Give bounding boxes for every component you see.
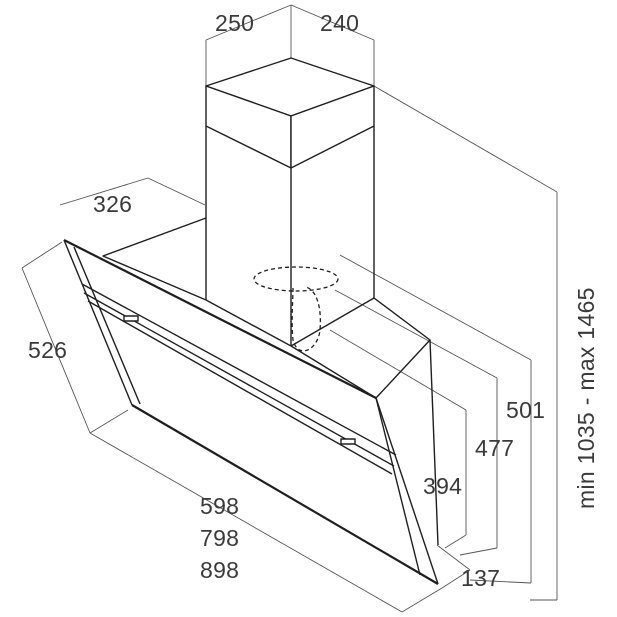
glass-panel xyxy=(63,239,439,585)
motor-housing xyxy=(102,217,439,576)
top-width-left-label: 250 xyxy=(215,10,254,36)
dimension-lines xyxy=(21,4,558,613)
chimney xyxy=(205,57,375,347)
width-label-798: 798 xyxy=(200,525,239,551)
bottom-depth-label: 137 xyxy=(461,565,500,591)
total-height-label: min 1035 - max 1465 xyxy=(573,287,599,509)
width-label-598: 598 xyxy=(200,493,239,519)
height-501-label: 501 xyxy=(506,397,545,423)
hood-body xyxy=(63,57,439,585)
top-width-right-label: 240 xyxy=(320,10,359,36)
duct-outlet-dashed xyxy=(253,266,339,352)
dimension-labels: 250 240 326 526 598 798 898 137 394 477 … xyxy=(28,10,599,591)
height-477-label: 477 xyxy=(475,435,514,461)
width-label-898: 898 xyxy=(200,557,239,583)
height-394-label: 394 xyxy=(423,473,462,499)
canopy-depth-label: 326 xyxy=(93,191,132,217)
canopy-side-label: 526 xyxy=(28,337,67,363)
